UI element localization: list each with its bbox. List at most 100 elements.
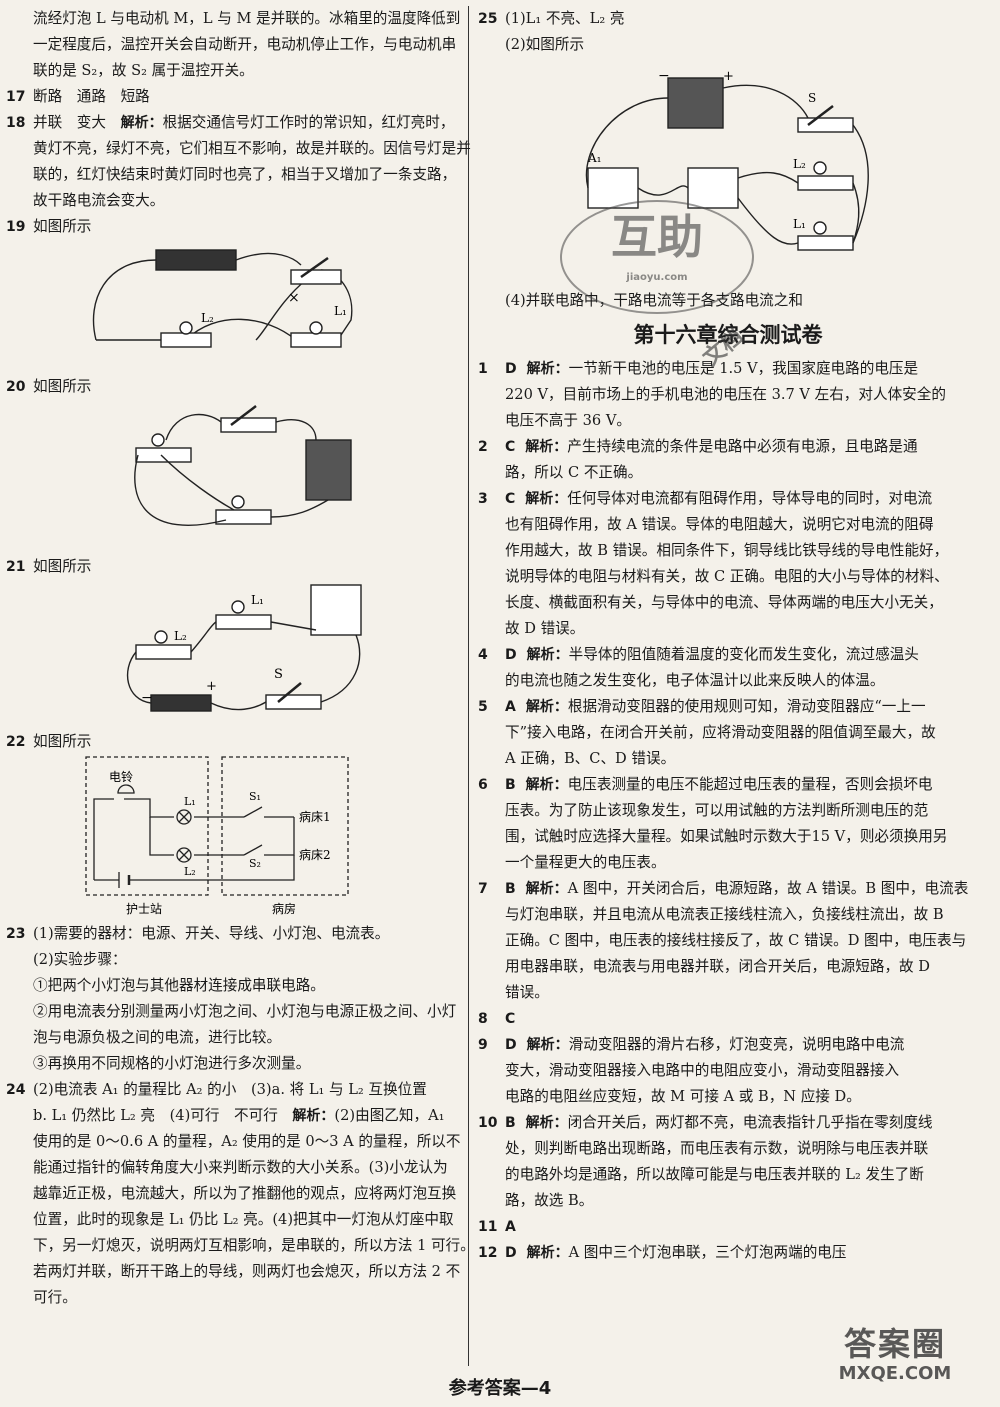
label-l2: L₂ [201,311,214,325]
label-ward: 病房 [272,901,296,916]
answer-line: 变大，滑动变阻器接入电路中的电阻应变小，滑动变阻器接入 [505,1062,900,1079]
answer-line: 一个量程更大的电压表。 [505,854,666,871]
answer-line: 说明导体的电阻与材料有关，故 C 正确。电阻的大小与导体的材料、 [505,568,949,585]
label-minus: − [658,68,670,84]
label-l1: L₁ [184,795,196,808]
answer-line: ③再换用不同规格的小灯泡进行多次测量。 [33,1055,311,1072]
answer-line: 泡与电源负极之间的电流，进行比较。 [33,1029,282,1046]
answer-line: 联的，红灯快结束时黄灯同时也亮了，相当于又增加了一条支路， [33,166,457,183]
label-switch: S [808,91,816,105]
answer-line: 与灯泡串联，并且电流从电流表正接线柱流入，负接线柱流出，故 B [505,906,944,923]
answer-line: 故 D 错误。 [505,620,585,637]
page-footer: 参考答案—4 [448,1378,552,1399]
answer-line: 可行。 [33,1289,77,1306]
answer-24: 24(2)电流表 A₁ 的量程比 A₂ 的小 (3)a. 将 L₁ 与 L₂ 互… [6,1081,427,1098]
label-l1: L₁ [334,304,347,318]
label-s2: S₂ [249,857,261,870]
answer-line: 黄灯不亮，绿灯不亮，它们相互不影响，故是并联的。因信号灯是并 [33,140,471,157]
answer-line: 也有阻碍作用，故 A 错误。导体的电阻越大，说明它对电流的阻碍 [505,516,934,533]
answer-line: (2)如图所示 [505,36,585,53]
answer-line: 若两灯并联，断开干路上的导线，则两灯也会熄灭，所以方法 2 不 [33,1263,461,1280]
answer-line: 下，另一灯熄灭，说明两灯互相影响，是串联的，所以方法 1 可行。 [33,1237,475,1254]
answer-line: 220 V，目前市场上的手机电池的电压在 3.7 V 左右，对人体安全的 [505,386,946,403]
answer-line: 的电路外均是通路，所以故障可能是与电压表并联的 L₂ 发生了断 [505,1166,924,1183]
answer-line: 路，所以 C 不正确。 [505,464,643,481]
right-column: 25(1)L₁ 不亮、L₂ 亮 (2)如图所示 − [478,6,978,1266]
circuit-figure-20 [66,400,462,554]
circuit-figure-25: − + S A₁ L₂ L₁ [558,58,978,288]
intro-line: 联的是 S₂，故 S₂ 属于温控开关。 [33,62,254,79]
label-cross: × [288,290,300,306]
answer-line: 下”接入电路，在闭合开关前，应将滑动变阻器的阻值调至最大，故 [505,724,936,741]
label-l2: L₂ [184,865,196,878]
answer-line: 错误。 [505,984,549,1001]
circuit-figure-19: L₂ L₁ × [66,240,462,374]
label-l1: L₁ [251,593,264,607]
answer-line: A 正确，B、C、D 错误。 [505,750,676,767]
label-minus: − [141,690,153,706]
intro-line: 流经灯泡 L 与电动机 M，L 与 M 是并联的。冰箱里的温度降低到 [33,10,461,27]
column-divider [468,6,469,1366]
answer-line: 围，试触时应选择大量程。如果试触时示数大于15 V，则必须换用另 [505,828,948,845]
answer-23: 23(1)需要的器材：电源、开关、导线、小灯泡、电流表。 [6,925,390,942]
label-s1: S₁ [249,790,261,803]
answer-line: 位置，此时的现象是 L₁ 仍比 L₂ 亮。(4)把其中一灯泡从灯座中取 [33,1211,454,1228]
answer-line: ①把两个小灯泡与其他器材连接成串联电路。 [33,977,325,994]
stamp-watermark: 互助 jiaoyu.com [560,200,754,314]
answer-line: 使用的是 0～0.6 A 的量程，A₂ 使用的是 0～3 A 的量程，所以不 [33,1133,461,1150]
answer-line: 长度、横截面积有关，与导体中的电流、导体两端的电压大小无关， [505,594,943,611]
answer-line: ②用电流表分别测量两小灯泡之间、小灯泡与电源正极之间、小灯 [33,1003,457,1020]
answer-line: 处，则判断电路出现断路，而电压表有示数，说明除与电压表并联 [505,1140,929,1157]
label-l2: L₂ [174,629,187,643]
label-plus: + [206,679,217,694]
intro-line: 一定程度后，温控开关会自动断开，电动机停止工作，与电动机串 [33,36,457,53]
circuit-figure-21: L₁ L₂ S − + [66,580,462,729]
answer-line: 作用越大，故 B 错误。相同条件下，铜导线比铁导线的导电性能好， [505,542,949,559]
label-bed2: 病床2 [299,847,331,862]
label-switch: S [274,667,283,682]
answer-line: 压表。为了防止该现象发生，可以用试触的方法判断所测电压的范 [505,802,929,819]
answer-line: (2)实验步骤： [33,951,127,968]
answer-line: 电路的电阻丝应变短，故 M 可接 A 或 B，N 应接 D。 [505,1088,861,1105]
circuit-figure-22: 电铃 L₁ L₂ S₁ S₂ 病床1 病床2 护士站 病房 [54,755,462,921]
label-l1: L₁ [793,217,806,231]
corner-watermark: 答案圈 MXQE.COM [838,1325,952,1384]
answer-line: 正确。C 图中，电压表的接线柱接反了，故 C 错误。D 图中，电压表与 [505,932,967,949]
answer-line: 故干路电流会变大。 [33,192,165,209]
answer-25: 25(1)L₁ 不亮、L₂ 亮 [478,10,625,27]
section-title: 第十六章综合测试卷 [633,323,823,347]
label-l2: L₂ [793,157,806,171]
answer-line: 越靠近正极，电流越大，所以为了推翻他的观点，应将两灯泡互换 [33,1185,457,1202]
label-plus: + [723,69,734,84]
label-a1: A₁ [587,151,601,165]
answer-line: 电压不高于 36 V。 [505,412,631,429]
answer-line: 能通过指针的偏转角度大小来判断示数的大小关系。(3)小龙认为 [33,1159,448,1176]
label-bed1: 病床1 [299,809,331,824]
answer-line: 路，故选 B。 [505,1192,594,1209]
answer-line: 的电流也随之发生变化，电子体温计以此来反映人的体温。 [505,672,885,689]
answer-line: 用电器串联，电流表与用电器并联，闭合开关后，电源短路，故 D [505,958,930,975]
answer-line: b. L₁ 仍然比 L₂ 亮 (4)可行 不可行 解析：(2)由图乙知，A₁ [33,1107,445,1124]
left-column: 流经灯泡 L 与电动机 M，L 与 M 是并联的。冰箱里的温度降低到 一定程度后… [6,6,475,1311]
label-bell: 电铃 [109,769,133,784]
label-station: 护士站 [126,902,162,916]
